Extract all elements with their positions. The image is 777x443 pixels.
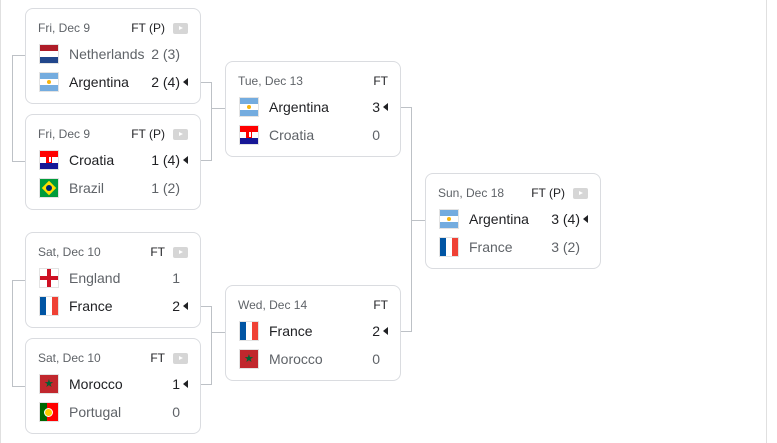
team-name: Argentina — [469, 211, 529, 227]
portugal-flag-icon — [39, 402, 59, 422]
netherlands-flag-icon — [39, 44, 59, 64]
team-name: England — [69, 270, 121, 286]
match-status: FT — [150, 245, 165, 259]
winner-arrow-icon — [183, 78, 188, 86]
match-status: FT — [373, 298, 388, 312]
team-score: 1 — [172, 270, 180, 286]
match-card-sf2[interactable]: Wed, Dec 14 FT France 2 Morocco 0 — [225, 285, 401, 381]
croatia-flag-icon — [239, 125, 259, 145]
match-date: Fri, Dec 9 — [38, 127, 91, 141]
team-score: 2 — [172, 298, 180, 314]
team-row: Argentina 3 — [239, 97, 388, 117]
team-score: 1 (2) — [151, 180, 180, 196]
video-icon[interactable] — [173, 22, 188, 34]
team-name: Argentina — [269, 99, 329, 115]
match-date: Sun, Dec 18 — [438, 186, 505, 200]
match-date: Fri, Dec 9 — [38, 21, 91, 35]
team-name: Morocco — [269, 351, 323, 367]
team-name: Argentina — [69, 74, 129, 90]
brazil-flag-icon — [39, 178, 59, 198]
winner-arrow-icon — [383, 327, 388, 335]
team-name: Croatia — [269, 127, 315, 143]
morocco-flag-icon — [239, 349, 259, 369]
team-name: Croatia — [69, 152, 115, 168]
video-icon[interactable] — [173, 128, 188, 140]
team-score: 0 — [372, 351, 380, 367]
team-score: 3 (4) — [551, 211, 580, 227]
match-status: FT (P) — [531, 186, 565, 200]
bracket-right-border — [766, 0, 767, 443]
team-score: 2 (4) — [151, 74, 180, 90]
match-card-sf1[interactable]: Tue, Dec 13 FT Argentina 3 Croatia 0 — [225, 61, 401, 157]
match-date: Wed, Dec 14 — [238, 298, 308, 312]
team-score: 1 — [172, 376, 180, 392]
video-icon[interactable] — [173, 246, 188, 258]
morocco-flag-icon — [39, 374, 59, 394]
team-row: Brazil 1 (2) — [39, 178, 188, 198]
team-name: Netherlands — [69, 46, 145, 62]
france-flag-icon — [439, 237, 459, 257]
team-name: France — [269, 323, 313, 339]
france-flag-icon — [239, 321, 259, 341]
team-name: Portugal — [69, 404, 122, 420]
team-row: Portugal 0 — [39, 402, 188, 422]
team-score: 0 — [372, 127, 380, 143]
france-flag-icon — [39, 296, 59, 316]
team-score: 2 (3) — [151, 46, 180, 62]
team-score: 0 — [172, 404, 180, 420]
team-row: Morocco 0 — [239, 349, 388, 369]
argentina-flag-icon — [39, 72, 59, 92]
match-card-qf3[interactable]: Sat, Dec 10 FT England 1 France 2 — [25, 232, 201, 328]
winner-arrow-icon — [183, 380, 188, 388]
video-icon[interactable] — [573, 187, 588, 199]
match-status: FT — [373, 74, 388, 88]
england-flag-icon — [39, 268, 59, 288]
match-card-qf2[interactable]: Fri, Dec 9 FT (P) Croatia 1 (4) Brazil 1… — [25, 114, 201, 210]
match-date: Tue, Dec 13 — [238, 74, 303, 88]
match-status: FT (P) — [131, 21, 165, 35]
croatia-flag-icon — [39, 150, 59, 170]
winner-arrow-icon — [583, 215, 588, 223]
team-score: 3 — [372, 99, 380, 115]
team-row: Croatia 0 — [239, 125, 388, 145]
argentina-flag-icon — [439, 209, 459, 229]
team-row: France 2 — [239, 321, 388, 341]
video-icon[interactable] — [173, 352, 188, 364]
argentina-flag-icon — [239, 97, 259, 117]
team-name: France — [469, 239, 513, 255]
team-name: Morocco — [69, 376, 123, 392]
team-row: Netherlands 2 (3) — [39, 44, 188, 64]
winner-arrow-icon — [183, 302, 188, 310]
team-score: 1 (4) — [151, 152, 180, 168]
bracket-left-border — [0, 0, 1, 443]
winner-arrow-icon — [183, 156, 188, 164]
winner-arrow-icon — [383, 103, 388, 111]
match-status: FT — [150, 351, 165, 365]
match-date: Sat, Dec 10 — [38, 245, 101, 259]
team-name: France — [69, 298, 113, 314]
team-score: 3 (2) — [551, 239, 580, 255]
match-status: FT (P) — [131, 127, 165, 141]
team-row: Argentina 2 (4) — [39, 72, 188, 92]
match-card-qf4[interactable]: Sat, Dec 10 FT Morocco 1 Portugal 0 — [25, 338, 201, 434]
team-name: Brazil — [69, 180, 105, 196]
team-row: Croatia 1 (4) — [39, 150, 188, 170]
match-card-qf1[interactable]: Fri, Dec 9 FT (P) Netherlands 2 (3) Arge… — [25, 8, 201, 104]
match-card-final[interactable]: Sun, Dec 18 FT (P) Argentina 3 (4) Franc… — [425, 173, 601, 269]
team-row: Argentina 3 (4) — [439, 209, 588, 229]
team-row: Morocco 1 — [39, 374, 188, 394]
match-date: Sat, Dec 10 — [38, 351, 101, 365]
team-row: France 3 (2) — [439, 237, 588, 257]
team-row: France 2 — [39, 296, 188, 316]
team-row: England 1 — [39, 268, 188, 288]
team-score: 2 — [372, 323, 380, 339]
